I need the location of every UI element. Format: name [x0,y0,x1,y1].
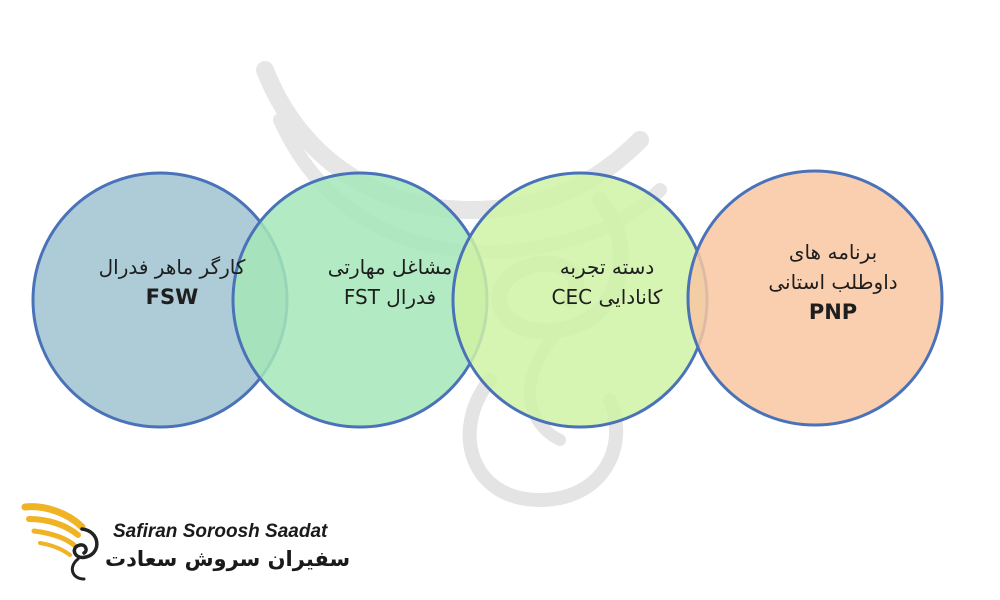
pnp-code: PNP [808,300,858,324]
fsw-title: کارگر ماهر فدرال [98,255,246,279]
wing-logo-icon [21,503,99,581]
logo-text-latin: Safiran Soroosh Saadat [113,521,328,542]
company-logo: Safiran Soroosh Saadat سفیران سروش سعادت [20,495,350,585]
circle-label-fsw: کارگر ماهر فدرال FSW [72,252,272,312]
circle-label-cec: دسته تجربه کانادایی CEC [507,252,707,312]
fsw-code: FSW [145,285,199,309]
circle-label-fst: مشاغل مهارتی فدرال FST [290,252,490,312]
logo-text-persian: سفیران سروش سعادت [105,547,351,571]
fst-subtitle: فدرال FST [343,285,437,309]
pnp-subtitle: داوطلب استانی [768,270,898,294]
pnp-title: برنامه های [788,240,878,264]
circle-label-pnp: برنامه های داوطلب استانی PNP [733,237,933,327]
cec-title: دسته تجربه [559,255,655,279]
fst-title: مشاغل مهارتی [327,255,453,279]
cec-subtitle: کانادایی CEC [551,285,663,309]
venn-circle-pnp [686,169,944,427]
